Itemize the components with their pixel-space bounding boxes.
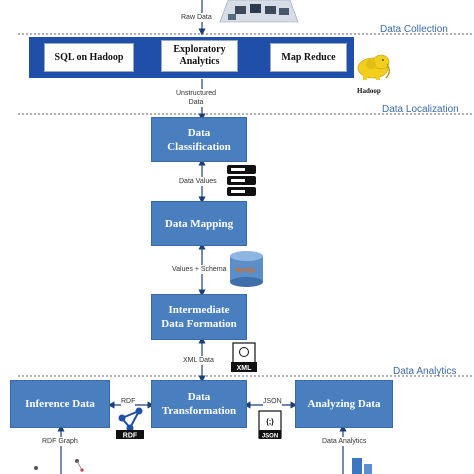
json-file-icon: {;} JSON — [258, 410, 282, 440]
data-analytics-flow-label: Data Analytics — [322, 437, 367, 446]
data-mapping-box: Data Mapping — [151, 201, 247, 246]
rdf-label: RDF — [123, 433, 138, 440]
json-braces: {;} — [266, 419, 274, 426]
rdf-graph-icon: RDF — [116, 407, 144, 440]
xml-data-label: XML Data — [183, 356, 214, 365]
values-schema-label: Values + Schema — [172, 265, 227, 274]
section-data-analytics: Data Analytics — [393, 366, 457, 377]
mysql-label: MySQL — [236, 268, 257, 274]
graph-nodes-icon — [34, 459, 84, 472]
map-reduce-box: Map Reduce — [270, 43, 347, 72]
analyzing-data-box: Analyzing Data — [295, 380, 393, 428]
inference-data-box: Inference Data — [10, 380, 110, 428]
mysql-database-icon: MySQL — [230, 251, 263, 287]
intermediate-data-formation-box: Intermediate Data Formation — [151, 294, 247, 340]
json-flow-label: JSON — [263, 397, 282, 406]
json-label: JSON — [262, 434, 278, 440]
raw-data-label: Raw Data — [181, 13, 212, 22]
sql-on-hadoop-box: SQL on Hadoop — [44, 43, 134, 72]
rdf-flow-label: RDF — [121, 397, 136, 406]
xml-label: XML — [237, 365, 253, 372]
rdf-graph-label: RDF Graph — [42, 437, 78, 446]
exploratory-analytics-box: Exploratory Analytics — [161, 40, 238, 72]
xml-file-icon: XML — [231, 342, 257, 372]
analytics-chart-icon — [352, 458, 372, 474]
hadoop-label: Hadoop — [357, 87, 381, 95]
network-devices-icon — [219, 0, 299, 23]
data-values-label: Data Values — [179, 177, 217, 186]
section-data-localization: Data Localization — [382, 104, 459, 115]
data-classification-box: Data Classification — [151, 117, 247, 162]
server-stack-icon — [227, 165, 256, 196]
section-data-collection: Data Collection — [380, 24, 448, 35]
unstructured-data-label: Unstructured Data — [176, 89, 217, 107]
hadoop-elephant-icon — [357, 54, 390, 80]
data-transformation-box: Data Transformation — [151, 380, 247, 428]
